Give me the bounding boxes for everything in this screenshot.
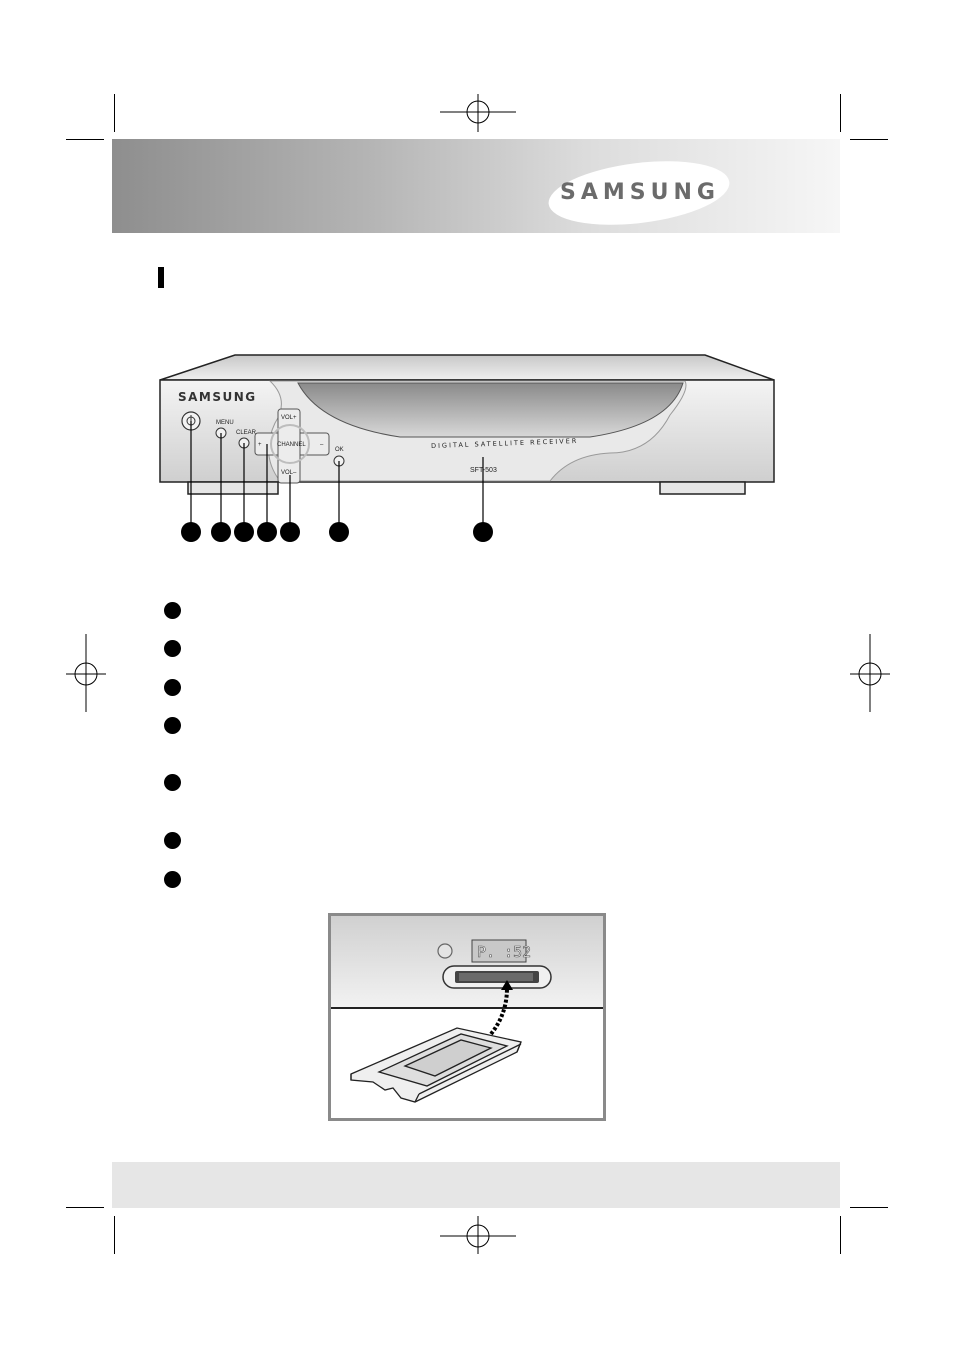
channel-down-button[interactable]: – <box>320 442 324 448</box>
insert-arrow-icon <box>489 987 509 1036</box>
crop-mark-top-left-vertical <box>114 94 115 132</box>
receiver-top-lid <box>159 354 775 381</box>
brand-logo: SAMSUNG <box>560 180 720 205</box>
callout-marker <box>234 522 254 542</box>
crop-mark-top-right-vertical <box>840 94 841 132</box>
registration-mark-left <box>66 634 106 712</box>
receiver-front-panel-illustration: SAMSUNG MENU CLEAR VOL+ VOL– CHANNEL + –… <box>159 354 775 542</box>
footer-band <box>112 1162 840 1208</box>
list-item-bullet <box>164 774 181 791</box>
clear-label: CLEAR <box>236 430 257 436</box>
card-insertion-illustration: P. :52 <box>328 913 606 1121</box>
header-band <box>112 139 840 233</box>
ok-label: OK <box>335 447 344 453</box>
front-display <box>471 939 527 963</box>
list-item-bullet <box>164 679 181 696</box>
crop-mark-bottom-left-horizontal <box>66 1207 104 1208</box>
channel-up-button[interactable]: + <box>258 442 262 448</box>
card-insertion-drawing: P. :52 <box>331 916 603 1103</box>
list-item-bullet <box>164 602 181 619</box>
list-item-bullet <box>164 717 181 734</box>
callout-marker <box>181 522 201 542</box>
callout-marker <box>473 522 493 542</box>
registration-mark-top <box>440 94 516 132</box>
indicator-led-icon <box>437 943 453 959</box>
registration-mark-right <box>850 634 890 712</box>
vol-up-button[interactable]: VOL+ <box>281 415 297 421</box>
crop-mark-bottom-right-horizontal <box>850 1207 888 1208</box>
vol-down-button[interactable]: VOL– <box>281 470 297 476</box>
registration-mark-bottom <box>440 1216 516 1254</box>
ci-module-card <box>350 1027 522 1103</box>
list-item-bullet <box>164 640 181 657</box>
front-display-text: P. :52 <box>477 943 531 961</box>
crop-mark-top-left-horizontal <box>66 139 104 140</box>
volume-pad <box>277 408 301 484</box>
list-item-bullet <box>164 832 181 849</box>
menu-label: MENU <box>216 420 234 426</box>
receiver-foot-right <box>659 481 746 495</box>
crop-mark-bottom-right-vertical <box>840 1216 841 1254</box>
crop-mark-bottom-left-vertical <box>114 1216 115 1254</box>
receiver-foot-left <box>187 481 279 495</box>
callout-marker <box>257 522 277 542</box>
list-item-bullet <box>164 871 181 888</box>
receiver-display-window <box>297 382 684 438</box>
callout-marker <box>329 522 349 542</box>
callout-marker <box>280 522 300 542</box>
channel-label: CHANNEL <box>277 442 306 448</box>
crop-mark-top-right-horizontal <box>850 139 888 140</box>
callout-marker <box>211 522 231 542</box>
receiver-brand-logo: SAMSUNG <box>178 390 257 404</box>
section-marker-bar <box>158 267 164 288</box>
